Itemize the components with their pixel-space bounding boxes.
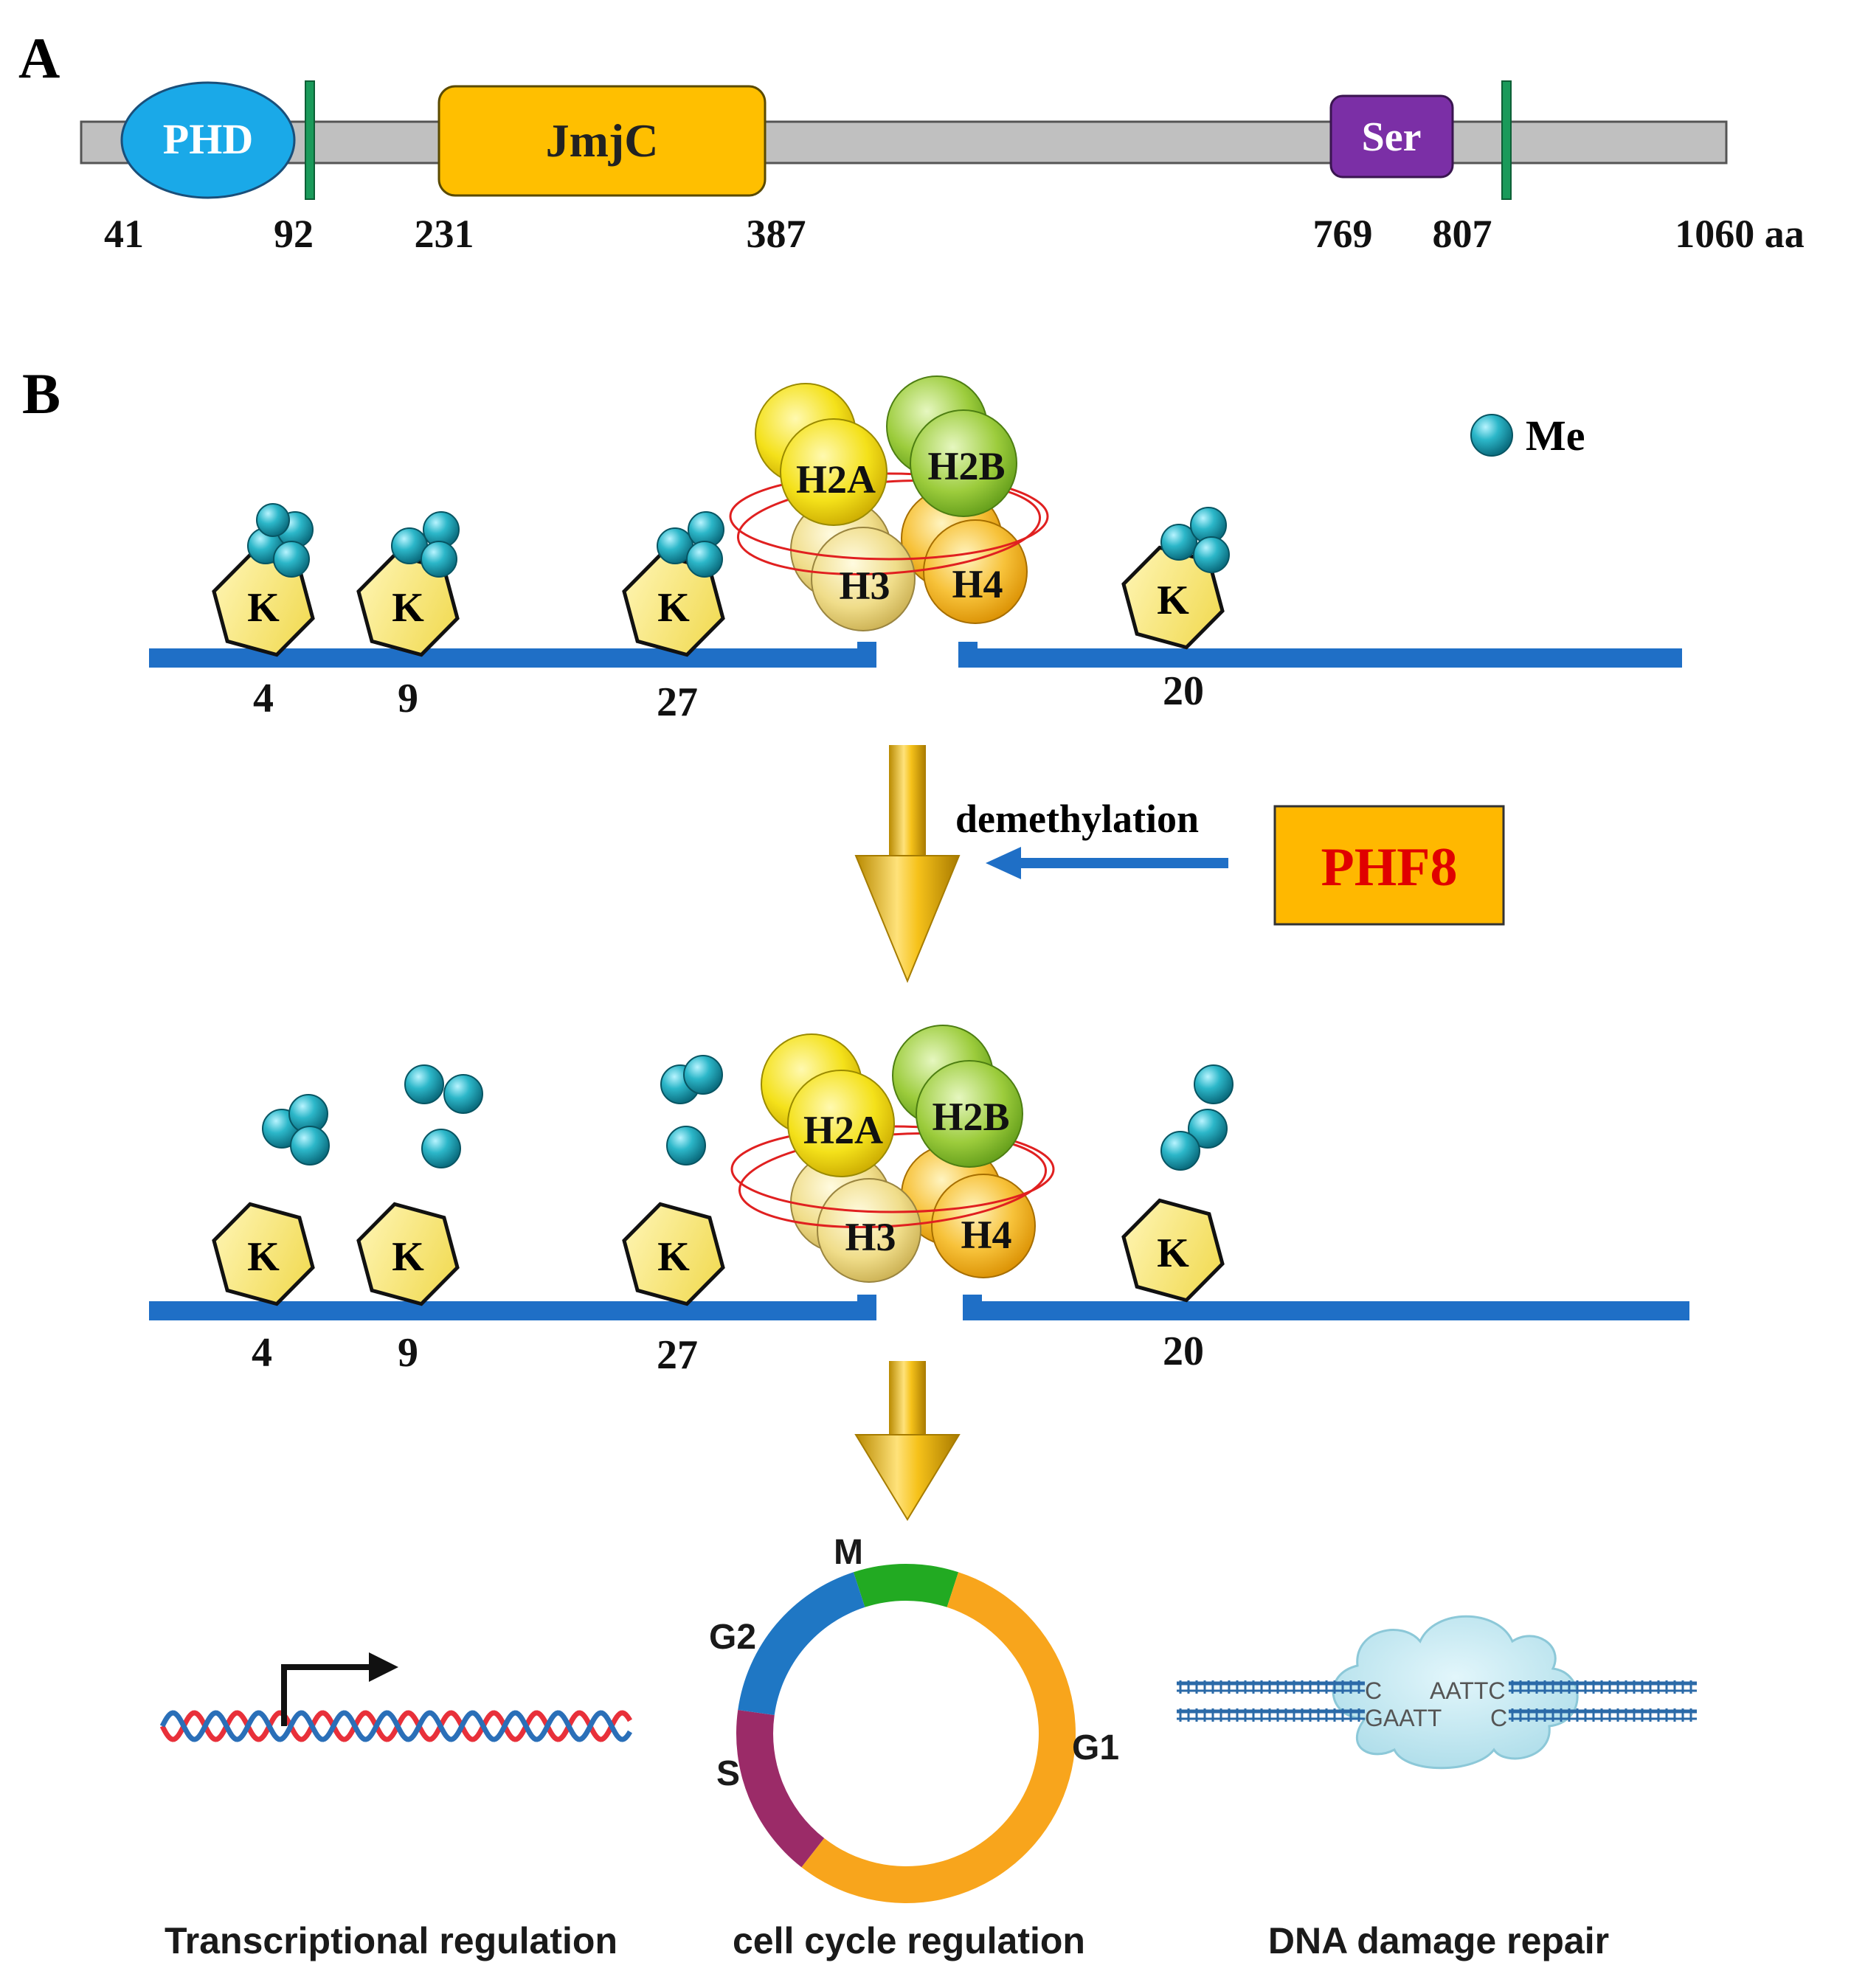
repair-cloud: [1332, 1615, 1579, 1770]
position-41: 41: [104, 212, 144, 256]
transcription-icon: [159, 1652, 632, 1742]
released-methyls-k20: [1160, 1064, 1234, 1171]
phd-domain-label: PHD: [163, 115, 253, 163]
enzyme-box: [1273, 805, 1505, 926]
phase-g2-segment: [738, 1572, 865, 1715]
phd-domain: [120, 81, 296, 199]
lysine-label-k4-bottom: K: [247, 1234, 280, 1280]
released-methyls-k4: [262, 1094, 330, 1166]
histone-h2b-bottom: [916, 1060, 1023, 1168]
released-methyls-k27: [660, 1055, 723, 1166]
histone-h3-top: [811, 527, 916, 631]
histone-h2a-top: [780, 418, 888, 526]
promoter-arrow-icon: [281, 1664, 373, 1726]
released-methyls-k9: [404, 1064, 483, 1168]
seq-bottom-right: C: [1490, 1705, 1507, 1731]
site-label-20-top: 20: [1163, 668, 1204, 714]
lysine-k9-bottom: [356, 1202, 460, 1306]
methyl-cluster-k20-top: [1160, 507, 1230, 573]
histone-h3-label-bottom: H3: [845, 1215, 896, 1259]
outcome-dna-repair: DNA damage repair: [1268, 1920, 1609, 1961]
outcome-arrow: [854, 1361, 961, 1521]
marker-807: [1501, 80, 1512, 200]
seq-bottom-left: GAATT: [1365, 1705, 1442, 1731]
phase-label-s: S: [716, 1754, 740, 1793]
lysine-label-k9-bottom: K: [392, 1234, 424, 1280]
jmjc-domain: [437, 85, 767, 197]
histone-h2a-bottom: [787, 1070, 895, 1177]
position-1060: 1060 aa: [1675, 212, 1805, 256]
position-387: 387: [747, 212, 806, 256]
lysine-k20-bottom: [1121, 1198, 1225, 1303]
histone-h2a-label-top: H2A: [796, 457, 876, 502]
cell-cycle-ring: [736, 1564, 1076, 1904]
position-231: 231: [415, 212, 474, 256]
phase-s-segment: [736, 1709, 825, 1868]
phase-g1-segment: [801, 1572, 1076, 1904]
panel-b-label: B: [22, 361, 60, 426]
histone-h2b-label-top: H2B: [927, 444, 1005, 488]
histone-h3-label-top: H3: [839, 564, 890, 608]
demethylated-chromatin: K K K K 4 9 27 20: [149, 1025, 1689, 1378]
histone-h4-bottom: [931, 1174, 1036, 1278]
dna-strand-bottom: [149, 1295, 1689, 1320]
protein-backbone: [80, 120, 1728, 164]
lysine-label-k4-top: K: [247, 585, 280, 631]
seq-top-left: C: [1365, 1677, 1382, 1704]
seq-top-right: AATTC: [1430, 1677, 1506, 1704]
nucleosome-bottom: H2A H2B H3 H4: [730, 1025, 1055, 1283]
nucleosome-top: H2A H2B H3 H4: [729, 375, 1049, 631]
histone-h2a-label-bottom: H2A: [803, 1108, 883, 1152]
histone-h4-label-top: H4: [952, 562, 1003, 606]
position-769: 769: [1313, 212, 1373, 256]
phase-m-segment: [853, 1564, 959, 1607]
phase-label-g1: G1: [1072, 1728, 1119, 1767]
outcome-cell-cycle: cell cycle regulation: [733, 1920, 1085, 1961]
site-label-27-bottom: 27: [657, 1332, 698, 1378]
site-label-9-top: 9: [398, 676, 418, 721]
lysine-label-k9-top: K: [392, 585, 424, 631]
site-label-9-bottom: 9: [398, 1330, 418, 1376]
panel-a-label: A: [18, 26, 60, 90]
lysine-label-k27-top: K: [657, 585, 690, 631]
lysine-k27-bottom: [622, 1202, 725, 1306]
enzyme-label: PHF8: [1321, 837, 1458, 898]
methyl-legend-label: Me: [1526, 412, 1585, 460]
position-807: 807: [1433, 212, 1492, 256]
lysine-k4-bottom: [212, 1202, 315, 1306]
methylated-chromatin: K K K K 4 9 27 20: [149, 375, 1682, 725]
enzyme-arrow: [986, 847, 1228, 879]
phase-label-m: M: [834, 1533, 863, 1572]
site-label-4-bottom: 4: [252, 1330, 272, 1376]
methyl-cluster-k27-top: [657, 511, 724, 578]
histone-h3-bottom: [817, 1178, 921, 1283]
process-label: demethylation: [955, 797, 1199, 841]
phase-label-g2: G2: [709, 1618, 756, 1657]
histone-h2b-label-bottom: H2B: [932, 1095, 1009, 1139]
lysine-label-k20-bottom: K: [1157, 1230, 1189, 1276]
jmjc-domain-label: JmjC: [546, 114, 659, 167]
dna-strand-top: [149, 642, 1682, 668]
position-92: 92: [274, 212, 314, 256]
ser-domain: [1329, 94, 1454, 179]
site-label-4-top: 4: [253, 676, 274, 721]
ser-domain-label: Ser: [1362, 114, 1422, 160]
methyl-legend-icon: [1470, 414, 1513, 457]
lysine-label-k27-bottom: K: [657, 1234, 690, 1280]
dna-repair-icon: C AATTC GAATT C: [1177, 1615, 1697, 1770]
histone-h4-label-bottom: H4: [961, 1213, 1011, 1257]
methyl-cluster-k9-top: [391, 511, 460, 578]
site-label-27-top: 27: [657, 679, 698, 725]
histone-h2b-top: [910, 409, 1017, 517]
lysine-label-k20-top: K: [1157, 578, 1189, 623]
marker-92: [305, 80, 315, 200]
site-label-20-bottom: 20: [1163, 1329, 1204, 1374]
methyl-cluster-k4-top: [247, 503, 314, 578]
outcome-transcription: Transcriptional regulation: [165, 1920, 617, 1961]
demethylation-arrow-big: [854, 745, 961, 983]
